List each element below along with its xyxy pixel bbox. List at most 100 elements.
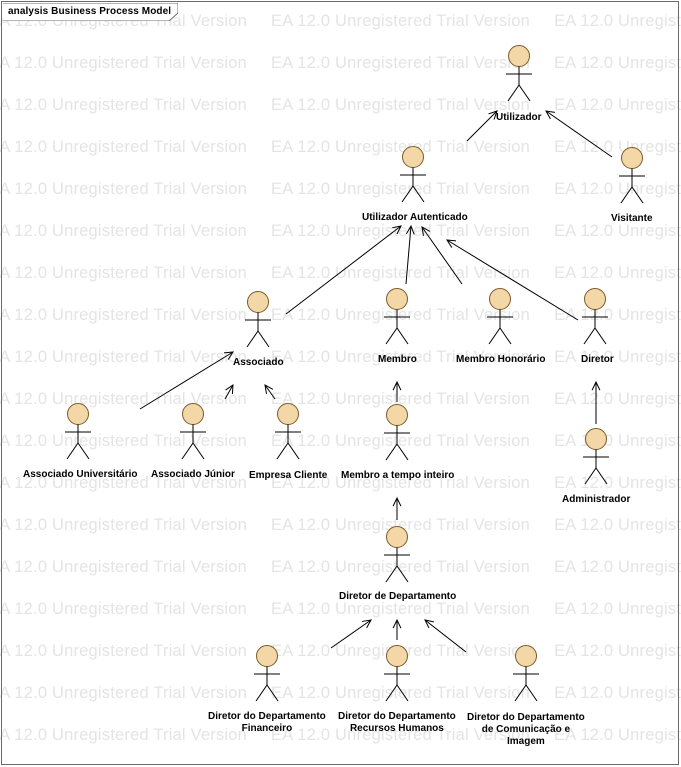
generalization-line xyxy=(421,226,463,285)
generalization-diretor-to-utilizador_autenticado xyxy=(446,239,579,321)
actor-label-utilizador-autenticado: Utilizador Autenticado xyxy=(362,212,468,223)
actor-head xyxy=(402,146,424,168)
actor-head xyxy=(386,645,408,667)
generalization-empresa_cliente-to-associado xyxy=(264,384,276,400)
actor-head xyxy=(256,645,278,667)
actor-associado xyxy=(245,291,271,348)
actor-head xyxy=(247,291,269,313)
generalization-associado_junior-to-associado xyxy=(224,384,234,400)
generalization-diretor_dep_rh-to-diretor_departamento xyxy=(392,618,402,640)
generalization-utilizador_autenticado-to-utilizador xyxy=(466,110,498,142)
actor-left-leg xyxy=(620,186,633,204)
actor-right-leg xyxy=(499,327,512,345)
actor-membro xyxy=(384,288,410,345)
actor-head xyxy=(277,403,299,425)
actor-left-leg xyxy=(488,327,501,345)
actor-visitante xyxy=(619,147,645,204)
actor-left-leg xyxy=(583,327,596,345)
generalization-diretor_dep_financeiro-to-diretor_departamento xyxy=(330,619,372,649)
actor-right-leg xyxy=(192,442,205,460)
title-tab xyxy=(3,3,178,21)
actor-right-leg xyxy=(631,186,644,204)
actor-left-leg xyxy=(181,442,194,460)
arrowhead xyxy=(392,496,402,507)
actor-left-leg xyxy=(385,443,398,461)
actor-label-diretor: Diretor xyxy=(581,354,614,365)
actor-left-leg xyxy=(401,185,414,203)
generalization-line xyxy=(264,384,276,400)
actor-right-leg xyxy=(266,684,279,702)
generalization-administrador-to-diretor xyxy=(591,380,601,424)
arrowhead xyxy=(421,226,431,236)
actor-membro-tempo-inteiro xyxy=(384,404,410,461)
actor-right-leg xyxy=(595,467,608,485)
generalization-line xyxy=(545,110,613,158)
generalization-line xyxy=(466,110,498,142)
actor-right-leg xyxy=(396,565,409,583)
actor-label-associado-junior: Associado Júnior xyxy=(151,469,235,480)
actor-right-leg xyxy=(525,684,538,702)
actor-head xyxy=(67,403,89,425)
actor-left-leg xyxy=(507,84,520,102)
actor-head xyxy=(489,288,511,310)
generalization-line xyxy=(139,351,234,410)
actor-left-leg xyxy=(514,684,527,702)
generalization-membro_tempo_inteiro-to-membro xyxy=(392,380,402,402)
actor-left-leg xyxy=(246,330,259,348)
generalization-line xyxy=(446,239,579,321)
actor-right-leg xyxy=(412,185,425,203)
actor-head xyxy=(386,404,408,426)
arrowhead xyxy=(545,110,555,120)
actor-left-leg xyxy=(276,442,289,460)
actor-diretor-dep-rh xyxy=(384,645,410,702)
generalization-associado-to-utilizador_autenticado xyxy=(285,225,402,315)
arrowhead xyxy=(362,619,372,629)
actor-diretor-departamento xyxy=(384,526,410,583)
actor-label-diretor-departamento: Diretor de Departamento xyxy=(339,591,457,602)
actor-right-leg xyxy=(77,442,90,460)
generalization-line xyxy=(424,619,467,653)
actor-right-leg xyxy=(257,330,270,348)
generalization-line xyxy=(330,619,372,649)
actor-right-leg xyxy=(396,327,409,345)
actor-left-leg xyxy=(385,565,398,583)
actor-head xyxy=(621,147,643,169)
actor-right-leg xyxy=(594,327,607,345)
actor-head xyxy=(585,428,607,450)
generalization-diretor_departamento-to-membro_tempo_inteiro xyxy=(392,496,402,520)
arrowhead xyxy=(392,380,402,391)
arrowhead xyxy=(446,239,457,248)
actor-left-leg xyxy=(385,327,398,345)
actor-diretor-dep-financeiro xyxy=(254,645,280,702)
generalization-membro-to-utilizador_autenticado xyxy=(405,224,415,285)
actor-left-leg xyxy=(66,442,79,460)
actor-label-empresa-cliente: Empresa Cliente xyxy=(249,470,328,481)
actor-head xyxy=(584,288,606,310)
arrowhead xyxy=(424,619,434,629)
arrowhead xyxy=(392,618,402,629)
actor-right-leg xyxy=(518,84,531,102)
actor-head xyxy=(386,288,408,310)
generalization-associado_universitario-to-associado xyxy=(139,351,234,410)
actor-label-membro-tempo-inteiro: Membro a tempo inteiro xyxy=(341,470,455,481)
actor-right-leg xyxy=(396,684,409,702)
arrowhead xyxy=(488,110,498,120)
arrowhead xyxy=(405,224,415,235)
actor-diretor-dep-comunicacao xyxy=(513,645,539,702)
actor-utilizador-autenticado xyxy=(400,146,426,203)
actor-label-visitante: Visitante xyxy=(611,213,653,224)
arrowhead xyxy=(264,384,274,394)
generalization-line xyxy=(405,225,412,285)
actor-label-utilizador: Utilizador xyxy=(496,112,542,123)
diagram-title: analysis Business Process Model xyxy=(8,6,172,17)
actor-head xyxy=(515,645,537,667)
actor-right-leg xyxy=(287,442,300,460)
actor-head xyxy=(508,45,530,67)
actor-head xyxy=(386,526,408,548)
actor-membro-honorario xyxy=(487,288,513,345)
arrowhead xyxy=(223,351,234,360)
arrowhead xyxy=(392,225,402,235)
